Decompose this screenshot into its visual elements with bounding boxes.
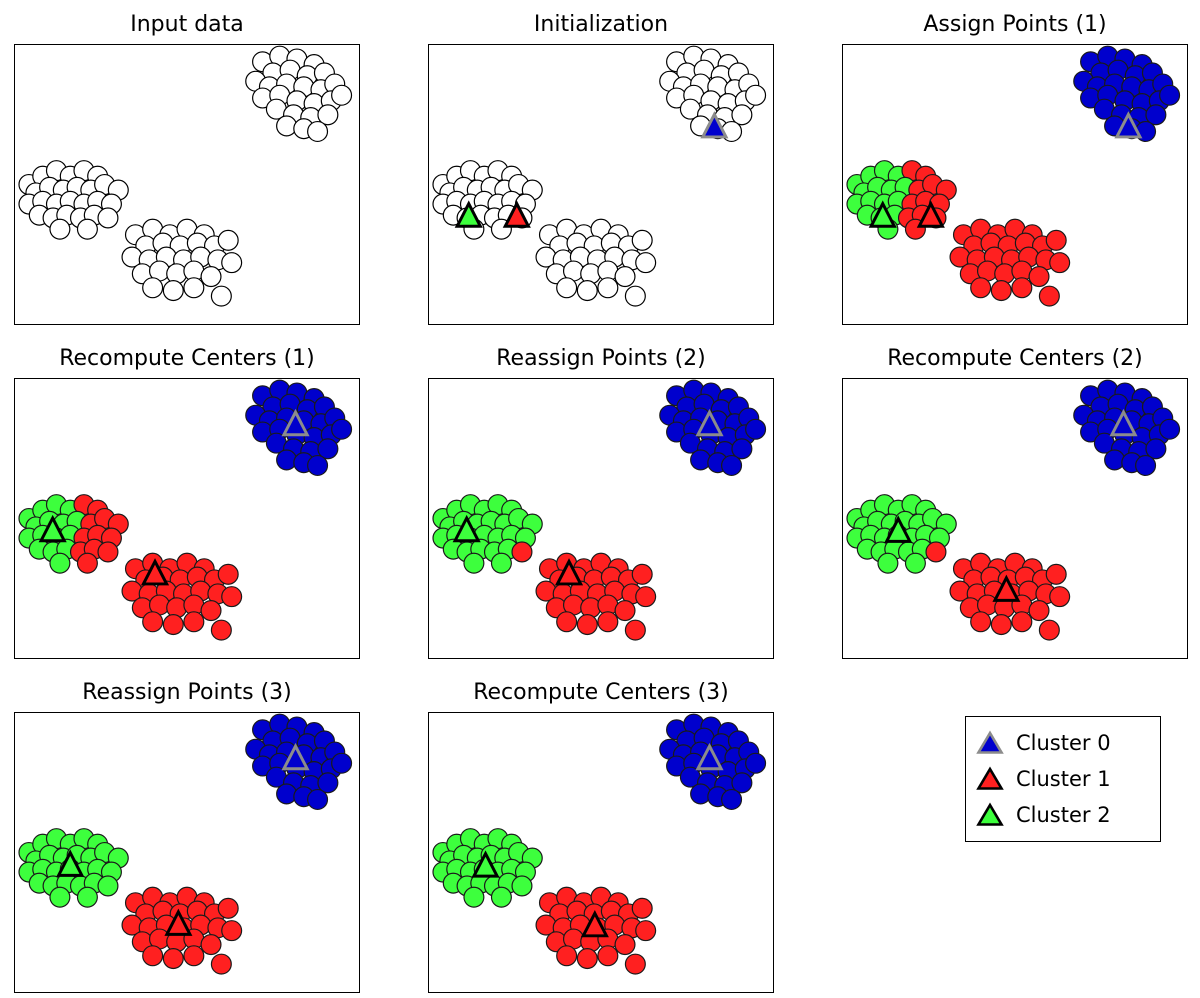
legend-item-cluster-1: Cluster 1 — [976, 761, 1150, 797]
cluster-1-triangle-icon — [976, 766, 1004, 790]
legend: Cluster 0 Cluster 1 Cluster 2 — [965, 716, 1161, 842]
panel-reassign-points-2: Reassign Points (2) — [428, 344, 774, 659]
panel-initialization: Initialization — [428, 10, 774, 325]
legend-label: Cluster 0 — [1016, 731, 1111, 755]
panel-title: Input data — [130, 12, 244, 37]
panel-recompute-centers-3: Recompute Centers (3) — [428, 678, 774, 993]
panel-title: Recompute Centers (1) — [59, 346, 315, 371]
scatter-plot — [14, 712, 360, 993]
scatter-plot — [428, 378, 774, 659]
panel-title: Initialization — [533, 12, 669, 37]
scatter-plot — [428, 44, 774, 325]
panel-title: Assign Points (1) — [923, 12, 1107, 37]
panel-title: Reassign Points (3) — [82, 680, 292, 705]
cluster-0-triangle-icon — [976, 730, 1004, 754]
legend-label: Cluster 1 — [1016, 767, 1111, 791]
panel-title: Recompute Centers (3) — [473, 680, 729, 705]
panel-title: Reassign Points (2) — [496, 346, 706, 371]
legend-item-cluster-0: Cluster 0 — [976, 725, 1150, 761]
panel-recompute-centers-2: Recompute Centers (2) — [842, 344, 1188, 659]
panel-input-data: Input data — [14, 10, 360, 325]
panel-assign-points-1: Assign Points (1) — [842, 10, 1188, 325]
scatter-plot — [14, 378, 360, 659]
panel-title: Recompute Centers (2) — [887, 346, 1143, 371]
cluster-2-triangle-icon — [976, 802, 1004, 826]
scatter-plot — [428, 712, 774, 993]
legend-item-cluster-2: Cluster 2 — [976, 797, 1150, 833]
panel-recompute-centers-1: Recompute Centers (1) — [14, 344, 360, 659]
scatter-plot — [14, 44, 360, 325]
legend-label: Cluster 2 — [1016, 803, 1111, 827]
panel-reassign-points-3: Reassign Points (3) — [14, 678, 360, 993]
scatter-plot — [842, 378, 1188, 659]
scatter-plot — [842, 44, 1188, 325]
